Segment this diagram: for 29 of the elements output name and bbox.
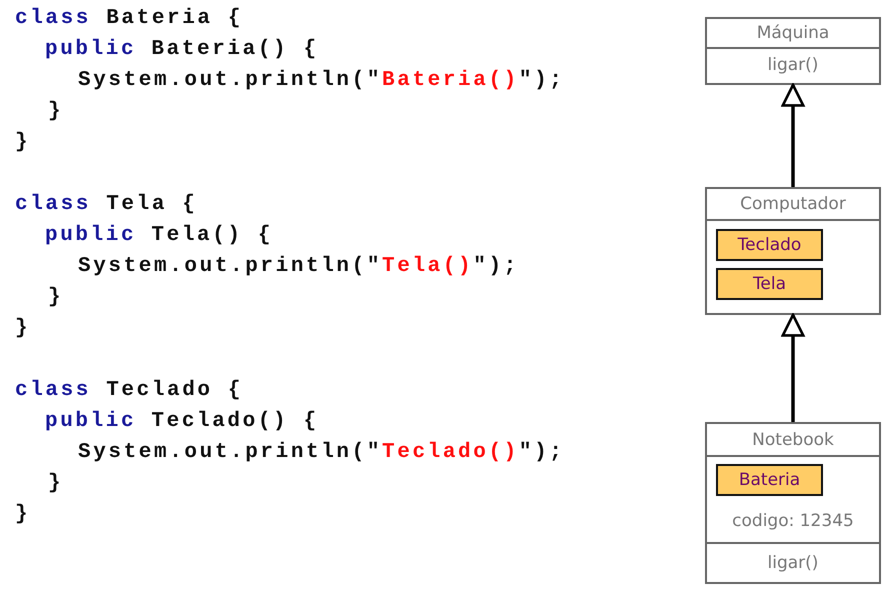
- class-box: [705, 187, 881, 315]
- code-line: class Tela {: [15, 192, 198, 218]
- method-text: ligar(): [768, 553, 818, 573]
- class-name: Computador: [740, 194, 846, 214]
- method-text: ligar(): [768, 55, 818, 75]
- code-line: System.out.println("Teclado()");: [78, 440, 564, 466]
- class-box: [705, 17, 881, 85]
- code-line: public Teclado() {: [45, 409, 319, 435]
- code-line: System.out.println("Tela()");: [78, 254, 519, 280]
- attribute-box: Tela: [716, 268, 823, 300]
- inheritance-arrow: [781, 84, 805, 187]
- class-box: [705, 422, 881, 584]
- attribute-box: Bateria: [716, 464, 823, 496]
- attribute-box: Teclado: [716, 229, 823, 261]
- code-line: public Bateria() {: [45, 37, 319, 63]
- code-line: }: [15, 316, 30, 342]
- inheritance-arrow: [781, 314, 805, 422]
- class-name: Notebook: [752, 430, 834, 450]
- code-line: public Tela() {: [45, 223, 274, 249]
- code-line: }: [48, 471, 64, 497]
- code-line: }: [15, 130, 30, 156]
- code-line: System.out.println("Bateria()");: [78, 68, 564, 94]
- code-line: }: [15, 502, 30, 528]
- attribute-text: codigo: 12345: [732, 511, 854, 531]
- code-line: class Teclado {: [15, 378, 244, 404]
- code-line: }: [48, 285, 64, 311]
- code-line: class Bateria {: [15, 6, 244, 32]
- class-name: Máquina: [756, 23, 830, 43]
- code-line: }: [48, 99, 64, 125]
